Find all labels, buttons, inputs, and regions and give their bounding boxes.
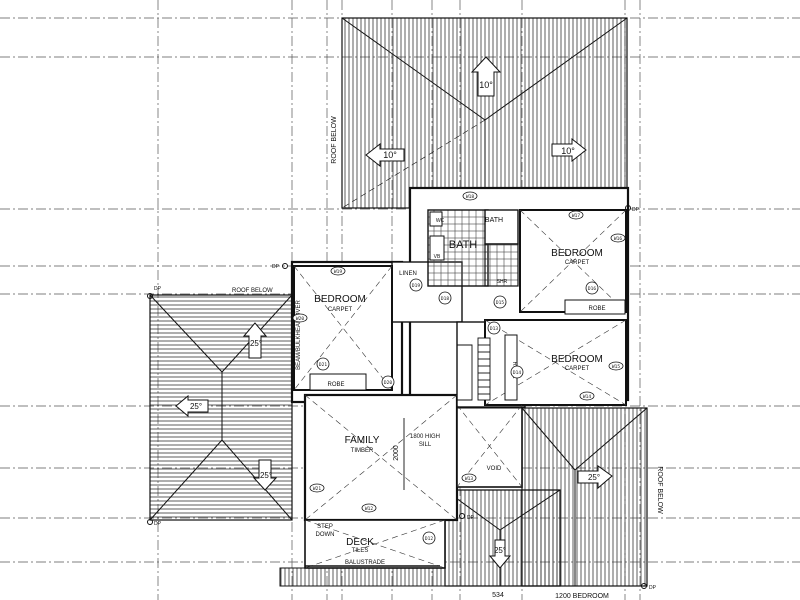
roof-below-label-top: ROOF BELOW [331,116,338,164]
door-tag: D20 [384,380,392,386]
roof-pitch-right-label: 10° [561,146,575,156]
roof-pitch-arrow-right: 10° [551,137,587,163]
roof-pitch-left-label: 10° [383,150,397,160]
robe-upper-right-label: ROBE [588,306,605,312]
dp-label: DP [649,585,657,591]
window-tag: W20 [296,316,304,322]
dimension-534: 534 [492,592,504,599]
svg-text:25°: 25° [250,339,262,348]
window-tag: W12 [365,506,373,512]
door-tag: D21 [319,362,327,368]
family-room [304,394,458,521]
bedroom-left-floor: CARPET [328,307,353,313]
shower-area [484,243,519,287]
dp-label: DP [272,264,280,270]
robe-upper-right [564,299,626,315]
window-tags: W18 W17 W16 W19 W20 W21 W12 W13 W14 W15 [292,191,626,513]
vanity-basin [429,235,445,261]
dp-label: DP [632,207,640,213]
downpipe-markers: DP DP DP DP DP DP [147,205,657,591]
dimension-bedroom: 1200 BEDROOM [555,593,609,600]
shower-label: SHR [497,279,508,285]
bath-small-label: BATH [485,217,503,224]
bedroom-lower-right-floor: CARPET [565,366,590,372]
roof-pitch-arrow-top: 10° [470,56,502,97]
door-tag: D12 [425,536,433,542]
bath-small [484,209,519,245]
wc-fixture [429,211,443,227]
family-floor: TIMBER [351,448,374,454]
roof-pitch-arrow-lower-left-side: 25° [175,394,209,418]
down-note: DOWN [316,532,335,538]
svg-text:25°: 25° [494,546,506,555]
family-label: FAMILY [345,435,380,446]
svg-text:25°: 25° [588,473,600,482]
window-tag: W18 [466,194,474,200]
window-tag: W17 [572,213,580,219]
dp-label: DP [154,521,162,527]
bath-label: BATH [449,239,478,251]
window-tag: W15 [612,364,620,370]
vb-label: VB [434,254,441,260]
balustrade-note: BALUSTRADE [345,560,385,566]
window-tag: W13 [465,476,473,482]
door-tag: D18 [441,296,449,302]
sill-note-2: SILL [419,442,432,448]
void-area [456,404,523,488]
door-tag: D14 [513,370,521,376]
door-tag: D15 [496,300,504,306]
robe-left-label: ROBE [327,382,344,388]
roof-pitch-arrow-lower-left-top: 25° [242,322,268,359]
bedroom-upper-right-floor: CARPET [565,260,590,266]
beam-note: BEAM/BULKHEAD OVER [296,299,302,369]
door-tag: D13 [490,326,498,332]
svg-text:25°: 25° [260,471,272,480]
void-label: VOID [487,466,502,472]
roof-pitch-arrow-left: 10° [365,142,405,168]
door-tag: D16 [588,286,596,292]
roof-below-label-right: ROOF BELOW [656,466,663,514]
window-tag: W21 [313,486,321,492]
roof-lower-left [149,294,293,521]
height-note: 2000 [393,445,400,461]
roof-below-label-left: ROOF BELOW [232,288,273,294]
door-tags: D21 D20 D19 D18 D15 D14 D16 D13 D12 [316,278,599,545]
door-tag: D19 [412,283,420,289]
robe-left [309,373,367,391]
deck-label: DECK [346,537,374,548]
roof-pitch-arrow-bottom: 25° [488,539,512,569]
linen-label: LINEN [399,271,417,277]
roof-top [341,17,628,209]
roof-bottom-center [279,489,561,587]
roof-pitch-arrow-lower-left-bottom: 25° [252,459,278,491]
window-tag: W16 [614,236,622,242]
dp-label: DP [154,286,162,292]
bedroom-upper-right-label: BEDROOM [551,248,603,259]
step-note: STEP [317,524,333,530]
svg-text:25°: 25° [190,402,202,411]
deck-floor: TILES [352,548,369,554]
roof-pitch-arrow-lower-right: 25° [577,465,613,490]
window-tag: W19 [334,269,342,275]
bedroom-lower-right-label: BEDROOM [551,354,603,365]
sill-note-1: 1800 HIGH [410,434,440,440]
bedroom-left-label: BEDROOM [314,294,366,305]
dp-label: DP [467,515,475,521]
staircase [457,337,522,409]
roof-pitch-top-label: 10° [479,80,493,90]
wc-label: WC [436,218,445,224]
window-tag: W14 [583,394,591,400]
